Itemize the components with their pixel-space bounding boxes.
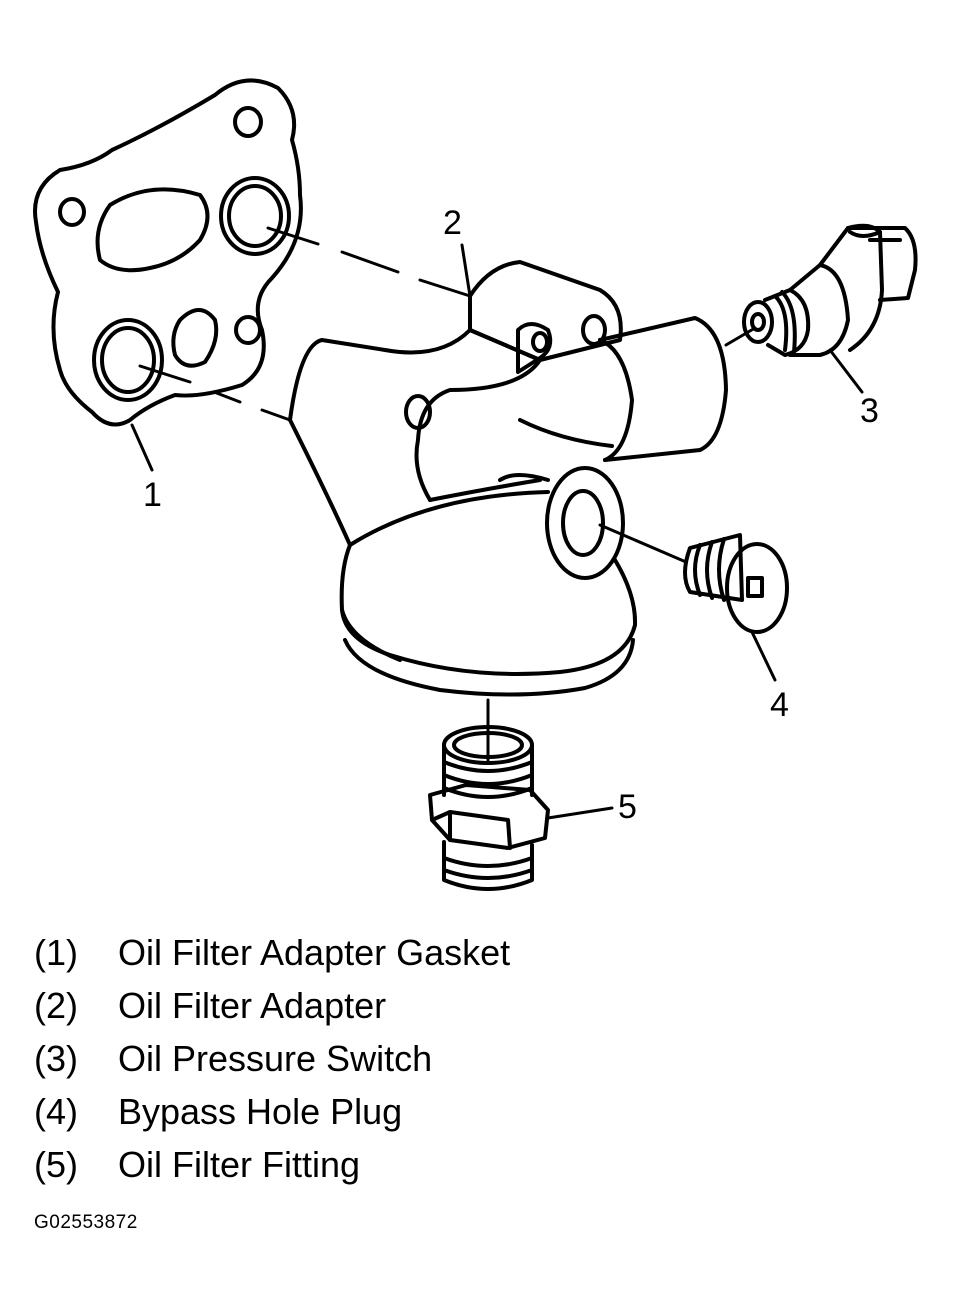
oil-pressure-switch-part [724, 223, 918, 357]
oil-filter-fitting-part [428, 698, 550, 891]
callout-1: 1 [143, 476, 162, 514]
legend-label: Bypass Hole Plug [118, 1091, 403, 1132]
legend-label: Oil Filter Adapter [118, 985, 387, 1026]
legend-item-adapter: (2) Oil Filter Adapter [34, 979, 914, 1032]
legend-item-gasket: (1) Oil Filter Adapter Gasket [34, 926, 914, 979]
legend-number: (5) [34, 1144, 78, 1185]
parts-legend: (1) Oil Filter Adapter Gasket (2) Oil Fi… [34, 926, 914, 1191]
callout-4: 4 [770, 686, 789, 724]
exploded-view-diagram: 1 2 3 4 5 [33, 78, 918, 891]
alignment-lines [138, 226, 472, 422]
legend-number: (4) [34, 1091, 78, 1132]
callout-2: 2 [443, 204, 462, 242]
legend-number: (3) [34, 1038, 78, 1079]
legend-label: Oil Filter Fitting [118, 1144, 361, 1185]
oil-filter-adapter-part [288, 260, 728, 697]
callout-3: 3 [860, 392, 879, 430]
callout-5: 5 [618, 788, 637, 826]
legend-label: Oil Pressure Switch [118, 1038, 433, 1079]
bypass-hole-plug-part [598, 523, 789, 634]
legend-item-filter-fitting: (5) Oil Filter Fitting [34, 1138, 914, 1191]
legend-number: (2) [34, 985, 78, 1026]
figure-id: G02553872 [34, 1212, 138, 1233]
gasket-part [33, 78, 303, 427]
legend-item-bypass-plug: (4) Bypass Hole Plug [34, 1085, 914, 1138]
legend-label: Oil Filter Adapter Gasket [118, 932, 511, 973]
legend-number: (1) [34, 932, 78, 973]
leader-lines [130, 243, 864, 820]
legend-item-pressure-switch: (3) Oil Pressure Switch [34, 1032, 914, 1085]
